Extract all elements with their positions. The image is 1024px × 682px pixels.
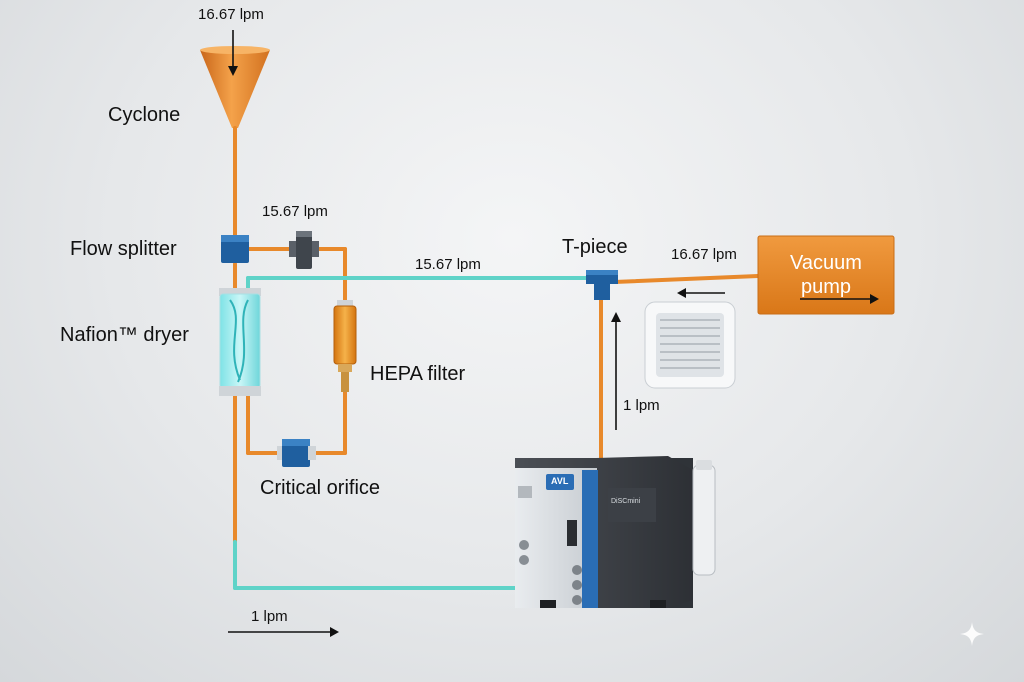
pump-arrow-upper [677,288,725,298]
flow-splitter-label: Flow splitter [70,238,177,260]
nafion-dryer-label: Nafion™ dryer [60,324,189,346]
flow-arrows [228,30,879,637]
pump-arrow-lower [800,294,879,304]
orange-tubing [233,126,760,544]
critical-orifice [277,439,316,467]
vacuum-pump [757,235,895,315]
sparkle-icon [960,622,984,646]
t-piece-label: T-piece [562,236,628,258]
bottom-arrow [228,627,339,637]
splitter-branch-flow-label: 15.67 lpm [262,203,328,220]
critical-orifice-label: Critical orifice [260,477,381,499]
particle-instrument [515,456,716,608]
instrument-model: DiSCmini [611,498,641,505]
instrument-up-arrow [611,312,621,430]
inlet-arrow [228,30,238,76]
cyclone-funnel [200,46,270,128]
pump-filter-housing [644,301,736,389]
cyclone-label: Cyclone [108,104,181,126]
hepa-filter [333,300,357,392]
t-piece [586,270,618,300]
nafion-dryer [219,288,261,396]
bypass-flow-label: 15.67 lpm [415,256,481,273]
dryer-outlet-flow-label: 1 lpm [251,608,288,625]
inlet-flow-label: 16.67 lpm [198,6,264,23]
splitter-valve [289,231,319,269]
instrument-return-flow-label: 1 lpm [623,397,660,414]
hepa-filter-label: HEPA filter [370,363,466,385]
instrument-brand: AVL [551,476,569,486]
pump-flow-label: 16.67 lpm [671,246,737,263]
flow-splitter-block [221,235,249,263]
